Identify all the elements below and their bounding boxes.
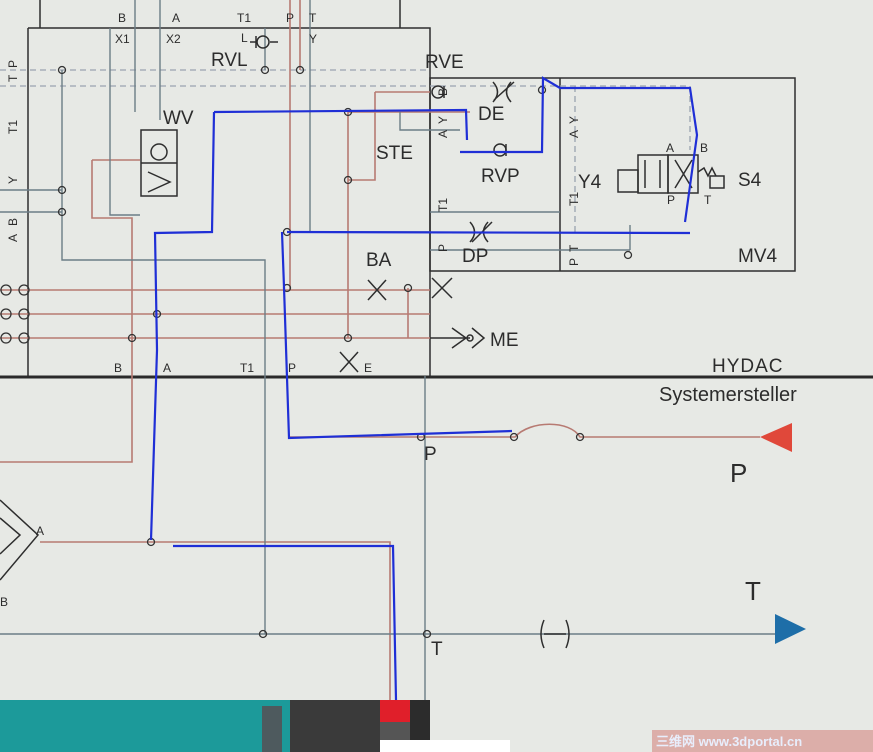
label-b-bottom: B xyxy=(114,361,122,375)
me-measuring-point xyxy=(430,327,486,349)
return-filter xyxy=(540,619,570,649)
label-t1-bottom: T1 xyxy=(240,361,254,375)
label-b-left-rot: B xyxy=(6,218,20,226)
block-valve xyxy=(431,277,453,299)
label-ba: BA xyxy=(366,250,392,271)
label-p-bottom: P xyxy=(288,361,296,375)
label-b-top: B xyxy=(118,11,126,25)
label-a-left-rot: A xyxy=(6,234,20,242)
label-wv: WV xyxy=(163,108,194,129)
label-rve: RVE xyxy=(425,52,464,73)
label-b-valve: B xyxy=(700,141,708,155)
pump-inner xyxy=(0,517,22,555)
label-de: DE xyxy=(478,104,504,125)
label-ste: STE xyxy=(376,143,413,164)
label-y-mv4: Y xyxy=(567,116,581,124)
label-y-top: Y xyxy=(309,32,317,46)
rvp-check-valve xyxy=(493,143,507,157)
label-e: E xyxy=(364,361,372,375)
ba-valve xyxy=(367,279,387,301)
label-x1: X1 xyxy=(115,32,130,46)
watermark-text: 三维网 www.3dportal.cn xyxy=(656,734,802,749)
label-me: ME xyxy=(490,330,519,351)
label-p-top: P xyxy=(286,11,294,25)
label-a-top: A xyxy=(172,11,180,25)
wv-valve xyxy=(140,129,178,197)
pressure-arrow-icon xyxy=(760,423,792,452)
label-hydac: HYDAC xyxy=(712,356,784,377)
label-t-mv4: T xyxy=(567,244,581,252)
port-labels: B A X1 X2 T1 P T L Y RVL RVE WV STE DE R… xyxy=(0,11,797,660)
rvl-check-valve xyxy=(250,35,278,49)
label-t1-left: T1 xyxy=(6,120,20,134)
return-lines xyxy=(0,0,780,700)
label-b-ste: B xyxy=(436,88,450,96)
pressure-lines xyxy=(0,0,760,700)
label-y-ste: Y xyxy=(436,116,450,124)
label-y4: Y4 xyxy=(578,172,602,193)
label-p-left: P xyxy=(6,60,20,68)
highlighted-flow-path xyxy=(149,76,699,701)
red-cap xyxy=(380,700,410,722)
label-l: L xyxy=(241,31,248,45)
e-valve xyxy=(339,351,359,373)
label-a-bottom: A xyxy=(163,361,171,375)
viewer-toolbar xyxy=(380,740,510,752)
label-rvl: RVL xyxy=(211,50,248,71)
label-p-ste: P xyxy=(436,244,450,252)
label-a-ste: A xyxy=(436,130,450,138)
tank-arrow-icon xyxy=(775,614,806,644)
label-a-valve: A xyxy=(666,141,674,155)
label-t1-top: T1 xyxy=(237,11,251,25)
label-p-big: P xyxy=(730,458,747,488)
label-p-mv4: P xyxy=(567,258,581,266)
label-t1-mv4: T1 xyxy=(567,192,581,206)
label-rvp: RVP xyxy=(481,166,520,187)
mv4-directional-valve xyxy=(617,154,725,194)
label-t-valve: T xyxy=(704,193,712,207)
tank-block xyxy=(0,700,290,752)
label-t-top: T xyxy=(309,11,317,25)
pump-symbol xyxy=(0,499,40,581)
label-p-port: P xyxy=(424,444,437,465)
label-dp: DP xyxy=(462,246,488,267)
label-systemersteller: Systemersteller xyxy=(659,384,797,406)
label-t-big: T xyxy=(745,576,761,606)
label-a-left: A xyxy=(36,524,44,538)
label-t1-ste: T1 xyxy=(436,198,450,212)
rve-check-valve xyxy=(431,85,445,99)
label-y-left: Y xyxy=(6,176,20,184)
mv4-frame xyxy=(429,77,796,272)
label-a-mv4: A xyxy=(567,130,581,138)
label-t-port: T xyxy=(431,639,443,660)
label-b-left: B xyxy=(0,595,8,609)
label-x2: X2 xyxy=(166,32,181,46)
label-mv4: MV4 xyxy=(738,246,778,267)
label-s4: S4 xyxy=(738,170,762,191)
de-throttle xyxy=(492,81,515,103)
label-t-left: T xyxy=(6,74,20,82)
label-p-valve: P xyxy=(667,193,675,207)
